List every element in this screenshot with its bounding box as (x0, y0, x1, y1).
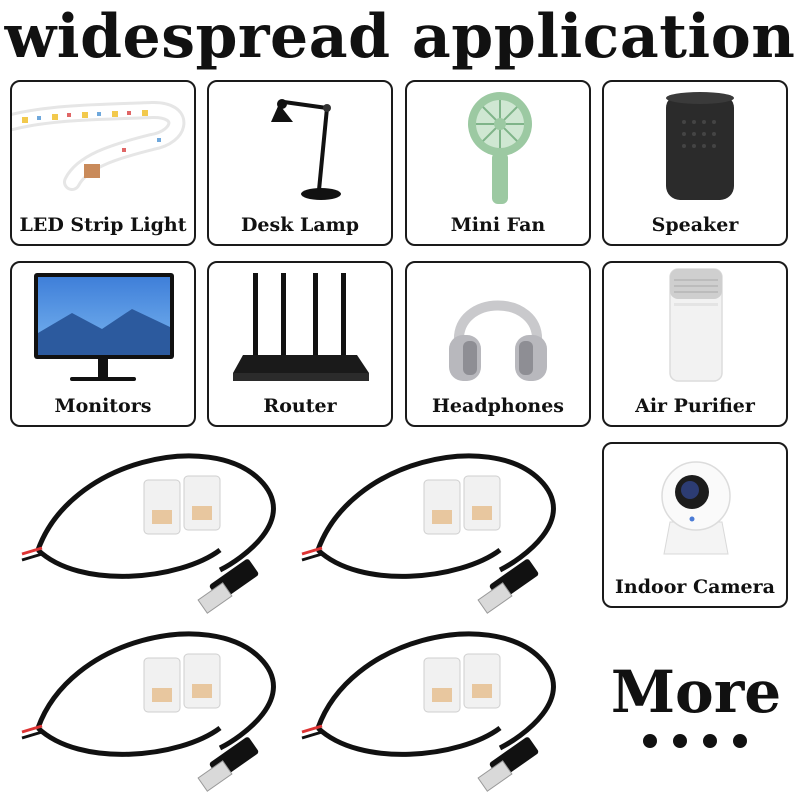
led-strip-light-icon (12, 101, 186, 191)
application-label: LED Strip Light (19, 214, 187, 236)
mini-fan-icon (468, 92, 532, 204)
ellipsis-dots-icon (643, 734, 747, 748)
application-label: Air Purifier (635, 395, 755, 417)
application-label: Mini Fan (450, 214, 546, 236)
desk-lamp-icon (271, 99, 341, 200)
application-label: Desk Lamp (240, 214, 360, 236)
more-label: More (610, 658, 782, 726)
card-speaker: Speaker (602, 80, 788, 246)
air-purifier-icon (669, 268, 723, 382)
usb-cable-connector-icon (21, 453, 276, 614)
speaker-icon (666, 92, 734, 200)
usb-cable-connector-icon (301, 453, 556, 614)
card-air-purifier: Air Purifier (602, 261, 788, 427)
application-label: Speaker (651, 214, 739, 236)
page-title: widespread application (4, 2, 796, 72)
card-indoor-camera: Indoor Camera (602, 442, 788, 608)
card-router: Router (207, 261, 393, 427)
card-desk-lamp: Desk Lamp (207, 80, 393, 246)
card-headphones: Headphones (405, 261, 591, 427)
usb-cable-connector-icon (301, 631, 556, 792)
indoor-camera-icon (661, 461, 731, 555)
application-label: Headphones (431, 395, 564, 417)
application-label: Router (263, 395, 337, 417)
monitor-icon (34, 273, 174, 381)
headphones-icon (449, 300, 547, 381)
router-icon (233, 273, 369, 381)
card-led-strip-light: LED Strip Light (10, 80, 196, 246)
application-label: Monitors (54, 395, 152, 417)
card-monitors: Monitors (10, 261, 196, 427)
application-label: Indoor Camera (615, 576, 775, 598)
card-mini-fan: Mini Fan (405, 80, 591, 246)
usb-cable-connector-icon (21, 631, 276, 792)
